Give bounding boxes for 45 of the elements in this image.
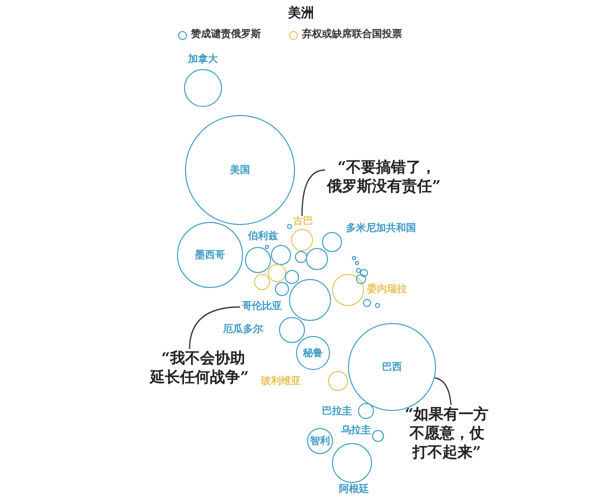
bubble [355, 261, 359, 265]
quote-text: “我不会协助延长任何战争” [150, 349, 249, 387]
bubble [356, 274, 366, 284]
bubble [271, 245, 291, 265]
title: 美洲 [288, 4, 314, 22]
country-label: 伯利兹 [248, 231, 278, 243]
country-label: 阿根廷 [339, 484, 369, 496]
bubble [295, 251, 307, 263]
country-label: 巴西 [382, 361, 402, 374]
bubble [245, 247, 271, 273]
leader-line [434, 377, 452, 406]
leader-line [301, 169, 326, 216]
bubble [307, 428, 333, 454]
country-label: 哥伦比亚 [242, 301, 282, 313]
country-label: 墨西哥 [195, 248, 225, 262]
country-label: 古巴 [293, 216, 313, 228]
country-label: 厄瓜多尔 [223, 324, 263, 336]
bubble [296, 336, 330, 370]
bubble [254, 274, 270, 290]
legend-label: 赞成谴责俄罗斯 [191, 29, 261, 41]
bubble [352, 256, 356, 260]
bubble [374, 302, 380, 308]
bubble [268, 264, 286, 282]
bubble [177, 222, 243, 288]
country-label: 加拿大 [188, 54, 218, 66]
quote-text: “不要搞错了，俄罗斯没有责任” [327, 158, 447, 196]
bubble [185, 115, 295, 225]
country-label: 委内瑞拉 [367, 284, 407, 296]
country-label: 多米尼加共和国 [346, 223, 416, 235]
leader-line [189, 306, 240, 350]
bubble [285, 270, 299, 284]
bubble [356, 268, 360, 272]
bubble [275, 282, 289, 296]
legend-label: 弃权或缺席联合国投票 [302, 29, 402, 41]
quote-text: “如果有一方不愿意，仗打不起来” [404, 405, 490, 462]
bubble [306, 248, 328, 270]
country-label: 美国 [230, 163, 250, 177]
country-label: 智利 [310, 434, 330, 448]
bubble [286, 224, 292, 228]
country-label: 秘鲁 [303, 346, 323, 360]
country-label: 巴拉圭 [322, 406, 352, 418]
bubble [363, 299, 371, 307]
country-label: 玻利维亚 [261, 376, 301, 388]
bubble [360, 269, 368, 277]
country-label: 乌拉圭 [341, 425, 371, 437]
